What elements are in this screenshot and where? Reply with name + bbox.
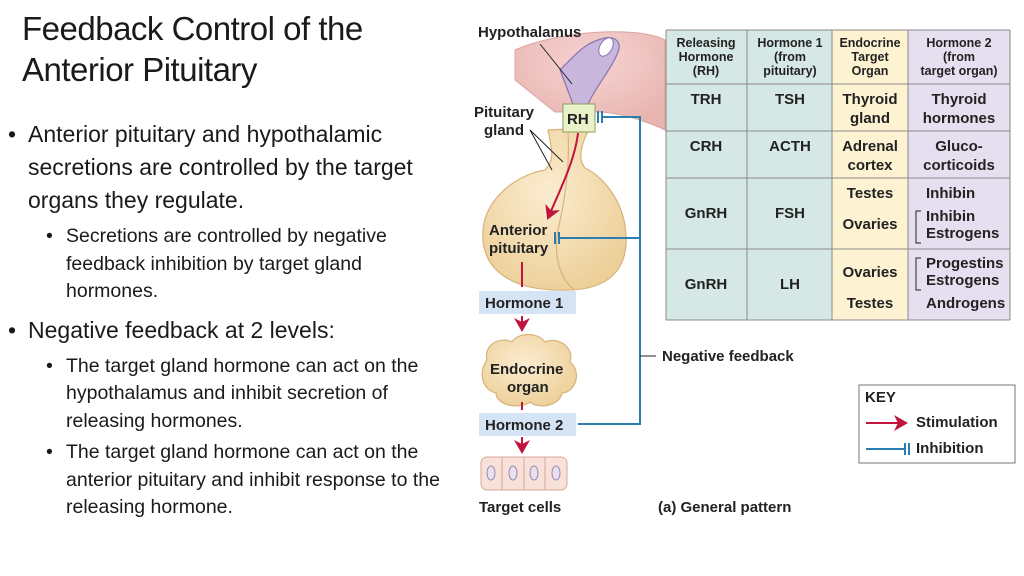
- pituitary-gland-label-2: gland: [484, 122, 524, 139]
- cell-r3-organ-2: Ovaries: [842, 216, 897, 233]
- key-box: KEY Stimulation Inhibition: [858, 384, 1016, 464]
- rh-label: RH: [567, 111, 589, 128]
- cell-r2-rh: CRH: [690, 138, 723, 155]
- cell-r1-organ-2: gland: [850, 110, 890, 127]
- bullet-1-sub-1: Secretions are controlled by negative fe…: [8, 223, 458, 306]
- anterior-pituitary-label-1: Anterior: [489, 222, 548, 239]
- th-organ-3: Organ: [852, 64, 889, 78]
- cell-r4-h2-2: Estrogens: [926, 272, 999, 289]
- cell-r2-h2-2: corticoids: [923, 157, 995, 174]
- bullet-2-sub-2: The target gland hormone can act on the …: [8, 439, 458, 522]
- endocrine-organ-label-2: organ: [507, 379, 549, 396]
- cell-r1-h1: TSH: [775, 91, 805, 108]
- cell-r4-h2-3: Androgens: [926, 295, 1005, 312]
- hormone1-label: Hormone 1: [485, 295, 563, 312]
- cell-r2-h1: ACTH: [769, 138, 811, 155]
- cell-r4-h1: LH: [780, 276, 800, 293]
- cell-r2-organ-1: Adrenal: [842, 138, 898, 155]
- negative-feedback-lines: [560, 116, 641, 425]
- hormone-table: Releasing Hormone (RH) Hormone 1 (from p…: [665, 29, 1011, 321]
- hormone2-box: [479, 413, 576, 436]
- cell-r3-rh: GnRH: [685, 205, 728, 222]
- key-stimulation-label: Stimulation: [916, 414, 998, 431]
- th-organ-1: Endocrine: [839, 36, 900, 50]
- bullet-2-sub-1: The target gland hormone can act on the …: [8, 353, 458, 436]
- th-organ-2: Target: [851, 50, 889, 64]
- target-cells-label: Target cells: [479, 499, 561, 516]
- hypothalamus-tissue: [514, 31, 666, 131]
- cell-r4-organ-1: Ovaries: [842, 264, 897, 281]
- th-h1-3: pituitary): [763, 64, 816, 78]
- bullet-2: Negative feedback at 2 levels:: [8, 314, 458, 347]
- cell-r3-h2-1: Inhibin: [926, 185, 975, 202]
- rh-stimulation-arrow: [545, 132, 579, 220]
- key-title: KEY: [865, 389, 896, 406]
- th-h2-1: Hormone 2: [926, 36, 991, 50]
- cell-r1-organ-1: Thyroid: [843, 91, 898, 108]
- pituitary-gland: [482, 127, 627, 291]
- cell-r4-h2-1: Progestins: [926, 255, 1004, 272]
- cell-r2-organ-2: cortex: [847, 157, 893, 174]
- cell-r1-h2-2: hormones: [923, 110, 996, 127]
- target-cells: [480, 456, 568, 491]
- cell-r1-h2-1: Thyroid: [932, 91, 987, 108]
- cell-r3-h2-2: Inhibin: [926, 208, 975, 225]
- cell-r3-h1: FSH: [775, 205, 805, 222]
- th-rh-3: (RH): [693, 64, 719, 78]
- cell-r4-rh: GnRH: [685, 276, 728, 293]
- negative-feedback-label: Negative feedback: [662, 348, 794, 365]
- slide-title: Feedback Control of the Anterior Pituita…: [22, 10, 363, 88]
- key-inhibition-label: Inhibition: [916, 440, 983, 457]
- hormone2-label: Hormone 2: [485, 417, 563, 434]
- rh-box: [562, 103, 596, 133]
- figure-caption: (a) General pattern: [658, 499, 791, 516]
- th-h2-2: (from: [943, 50, 975, 64]
- cell-r1-rh: TRH: [691, 91, 722, 108]
- hormone1-box: [479, 291, 576, 314]
- anterior-pituitary-label-2: pituitary: [489, 240, 549, 257]
- bullet-list: Anterior pituitary and hypothalamic secr…: [8, 118, 458, 526]
- cell-r3-h2-3: Estrogens: [926, 225, 999, 242]
- pituitary-gland-label-1: Pituitary: [474, 104, 535, 121]
- th-h2-3: target organ): [920, 64, 997, 78]
- endocrine-organ: [481, 333, 578, 407]
- bullet-1: Anterior pituitary and hypothalamic secr…: [8, 118, 458, 217]
- th-h1-1: Hormone 1: [757, 36, 822, 50]
- cell-r2-h2-1: Gluco-: [935, 138, 983, 155]
- th-rh-1: Releasing: [676, 36, 735, 50]
- cell-r3-organ-1: Testes: [847, 185, 893, 202]
- endocrine-organ-label-1: Endocrine: [490, 361, 563, 378]
- cell-r4-organ-2: Testes: [847, 295, 893, 312]
- th-rh-2: Hormone: [679, 50, 734, 64]
- th-h1-2: (from: [774, 50, 806, 64]
- hypothalamus-label: Hypothalamus: [478, 24, 581, 41]
